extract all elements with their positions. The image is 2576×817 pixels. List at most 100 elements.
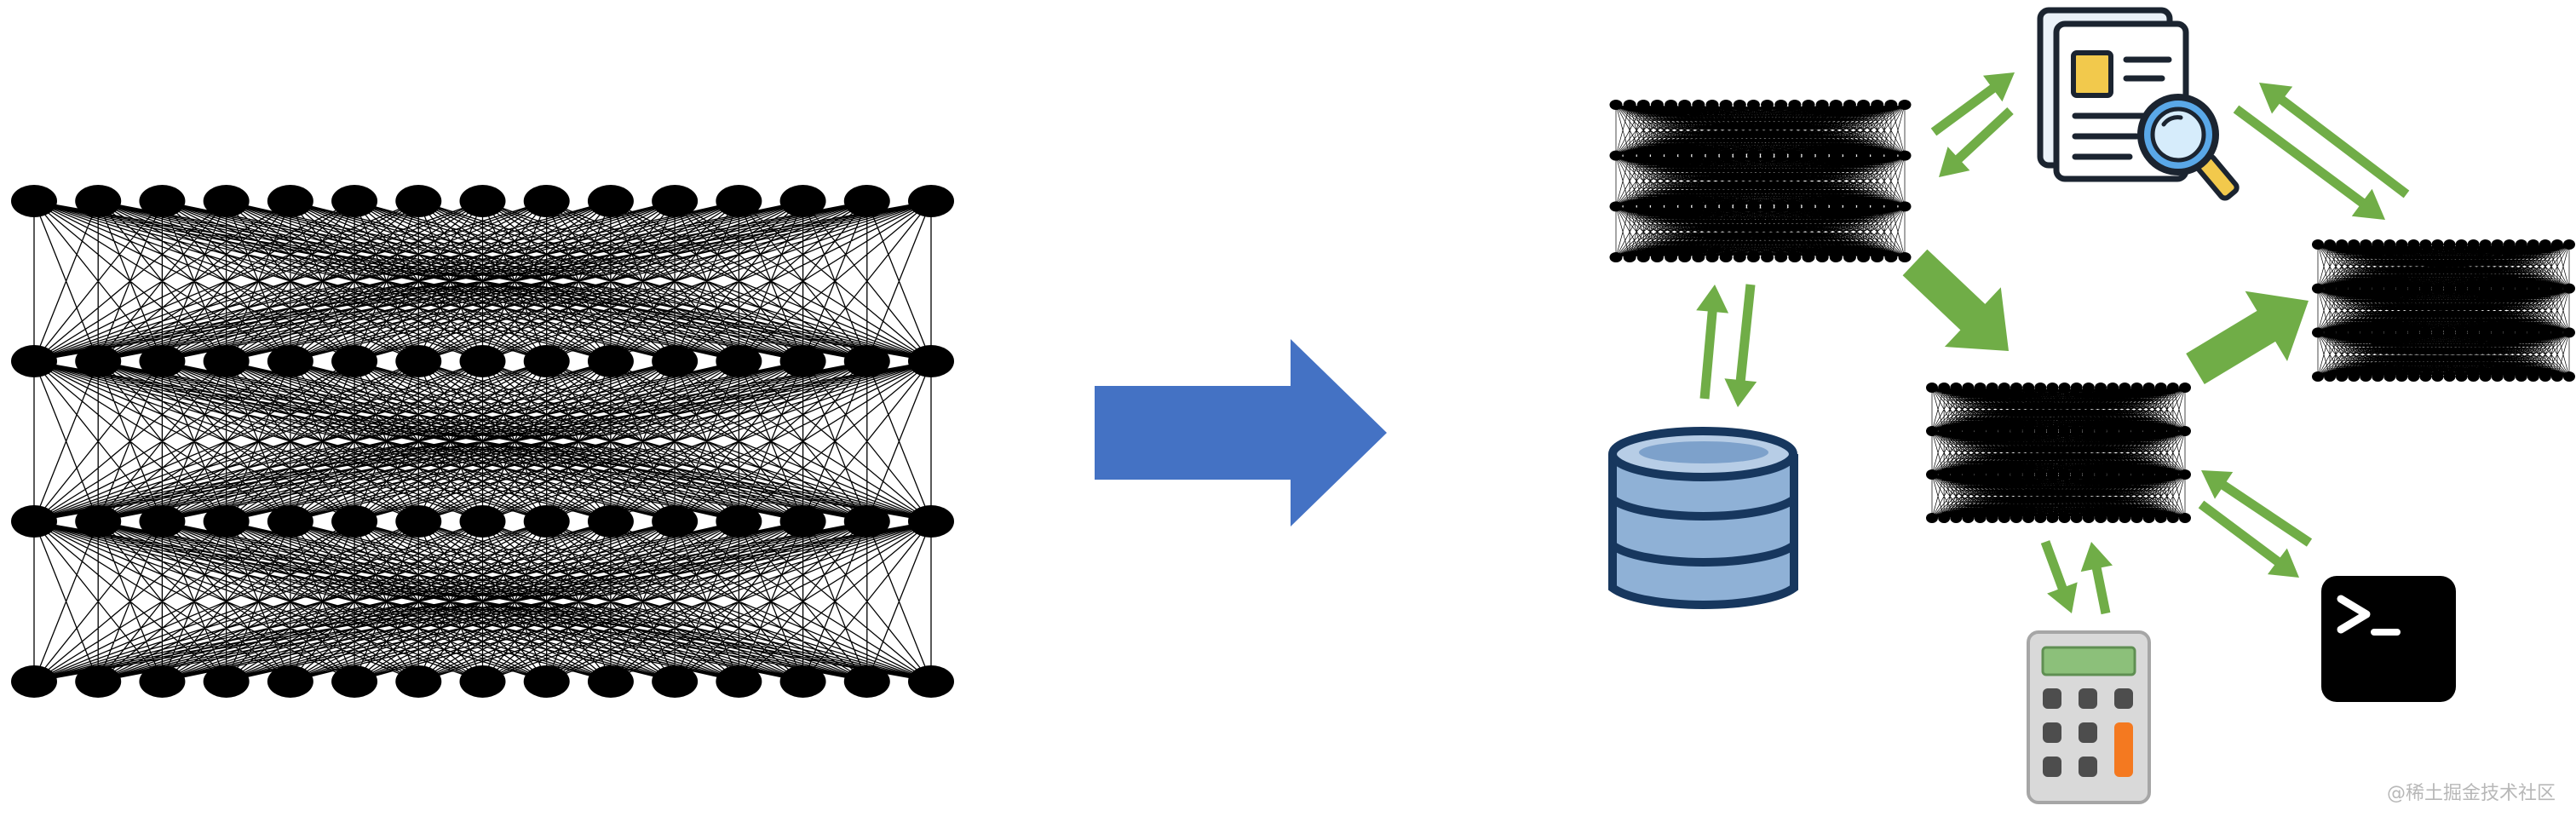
neuron-node: [523, 505, 570, 538]
neuron-node: [1692, 201, 1705, 212]
neuron-node: [2166, 469, 2179, 480]
neuron-node: [2166, 426, 2179, 436]
flow-arrow-to-right-network: [2186, 291, 2309, 384]
neuron-node: [459, 185, 506, 217]
neuron-node: [2527, 239, 2539, 250]
neuron-node: [2515, 283, 2527, 294]
neuron-node: [1650, 150, 1664, 161]
neuron-node: [2479, 239, 2492, 250]
neuron-node: [2034, 513, 2047, 523]
neuron-node: [1884, 252, 1898, 262]
neuron-node: [75, 345, 122, 377]
network-nodes: [11, 185, 954, 698]
neuron-node: [2058, 469, 2071, 480]
neuron-node: [2119, 383, 2131, 393]
neuron-node: [1926, 469, 1938, 480]
small-network-middle: [1926, 383, 2191, 523]
arrow-to-document: [1930, 72, 2015, 136]
neuron-node: [1788, 150, 1802, 161]
neuron-node: [1802, 201, 1815, 212]
neuron-node: [2130, 469, 2143, 480]
neuron-node: [1746, 252, 1760, 262]
neuron-node: [1705, 252, 1719, 262]
neuron-node: [2348, 371, 2360, 382]
neuron-node: [2130, 513, 2143, 523]
flow-arrow-to-middle-network: [1902, 249, 2009, 351]
neuron-node: [2491, 371, 2504, 382]
neuron-node: [203, 345, 250, 377]
neuron-node: [2312, 283, 2324, 294]
neuron-node: [1974, 383, 1987, 393]
neuron-node: [1623, 100, 1636, 110]
neuron-node: [11, 665, 57, 698]
neuron-node: [1938, 469, 1951, 480]
neuron-node: [11, 505, 57, 538]
neuron-node: [1974, 513, 1987, 523]
neuron-node: [1843, 252, 1856, 262]
network-edges: [33, 200, 932, 682]
neuron-node: [395, 505, 442, 538]
neuron-node: [1829, 201, 1843, 212]
neuron-node: [2372, 239, 2384, 250]
arrow-to-document-from-right: [2259, 83, 2410, 198]
network-edges: [2317, 244, 2570, 377]
neuron-node: [1998, 383, 2010, 393]
neuron-node: [1986, 513, 1998, 523]
neuron-node: [2095, 513, 2107, 523]
neuron-node: [2539, 239, 2551, 250]
neuron-node: [2034, 426, 2047, 436]
neuron-node: [2130, 383, 2143, 393]
neuron-node: [2527, 283, 2539, 294]
arrow-to-calculator: [2040, 540, 2078, 613]
neuron-node: [2034, 383, 2047, 393]
neuron-node: [267, 665, 313, 698]
neuron-node: [2142, 383, 2155, 393]
neuron-node: [2467, 327, 2480, 338]
arrow-from-database: [1696, 285, 1729, 400]
neuron-node: [395, 665, 442, 698]
neuron-node: [2119, 426, 2131, 436]
neuron-node: [2515, 371, 2527, 382]
neuron-node: [587, 665, 634, 698]
neuron-node: [2383, 371, 2396, 382]
neuron-node: [2360, 327, 2372, 338]
neuron-node: [1926, 426, 1938, 436]
neuron-node: [1884, 100, 1898, 110]
neuron-node: [2070, 383, 2083, 393]
neuron-node: [395, 345, 442, 377]
neuron-node: [1938, 383, 1951, 393]
neuron-node: [2022, 426, 2035, 436]
small-network-right: [2312, 239, 2575, 382]
neuron-node: [716, 185, 762, 217]
neuron-node: [2324, 327, 2337, 338]
right-arrow-icon: [1095, 339, 1387, 526]
neuron-node: [331, 505, 378, 538]
neuron-node: [1719, 201, 1733, 212]
neuron-node: [1774, 100, 1788, 110]
neuron-node: [267, 505, 313, 538]
neuron-node: [1938, 426, 1951, 436]
neuron-node: [1938, 513, 1951, 523]
neuron-node: [1609, 201, 1623, 212]
terminal-icon: [2321, 576, 2456, 702]
neuron-node: [2419, 327, 2432, 338]
neuron-node: [2550, 327, 2563, 338]
neuron-node: [395, 185, 442, 217]
neuron-node: [908, 345, 954, 377]
neuron-node: [1898, 100, 1912, 110]
neuron-node: [1692, 252, 1705, 262]
database-icon: [1608, 427, 1798, 609]
arrow-from-document: [1939, 107, 2014, 177]
neuron-node: [267, 345, 313, 377]
neuron-node: [2491, 283, 2504, 294]
neuron-node: [139, 665, 186, 698]
neuron-node: [2324, 283, 2337, 294]
neuron-node: [2142, 426, 2155, 436]
neuron-node: [2527, 327, 2539, 338]
arrow-to-terminal: [2198, 500, 2299, 578]
neuron-node: [1788, 100, 1802, 110]
neuron-node: [1898, 201, 1912, 212]
neuron-node: [843, 505, 890, 538]
neuron-node: [1926, 383, 1938, 393]
